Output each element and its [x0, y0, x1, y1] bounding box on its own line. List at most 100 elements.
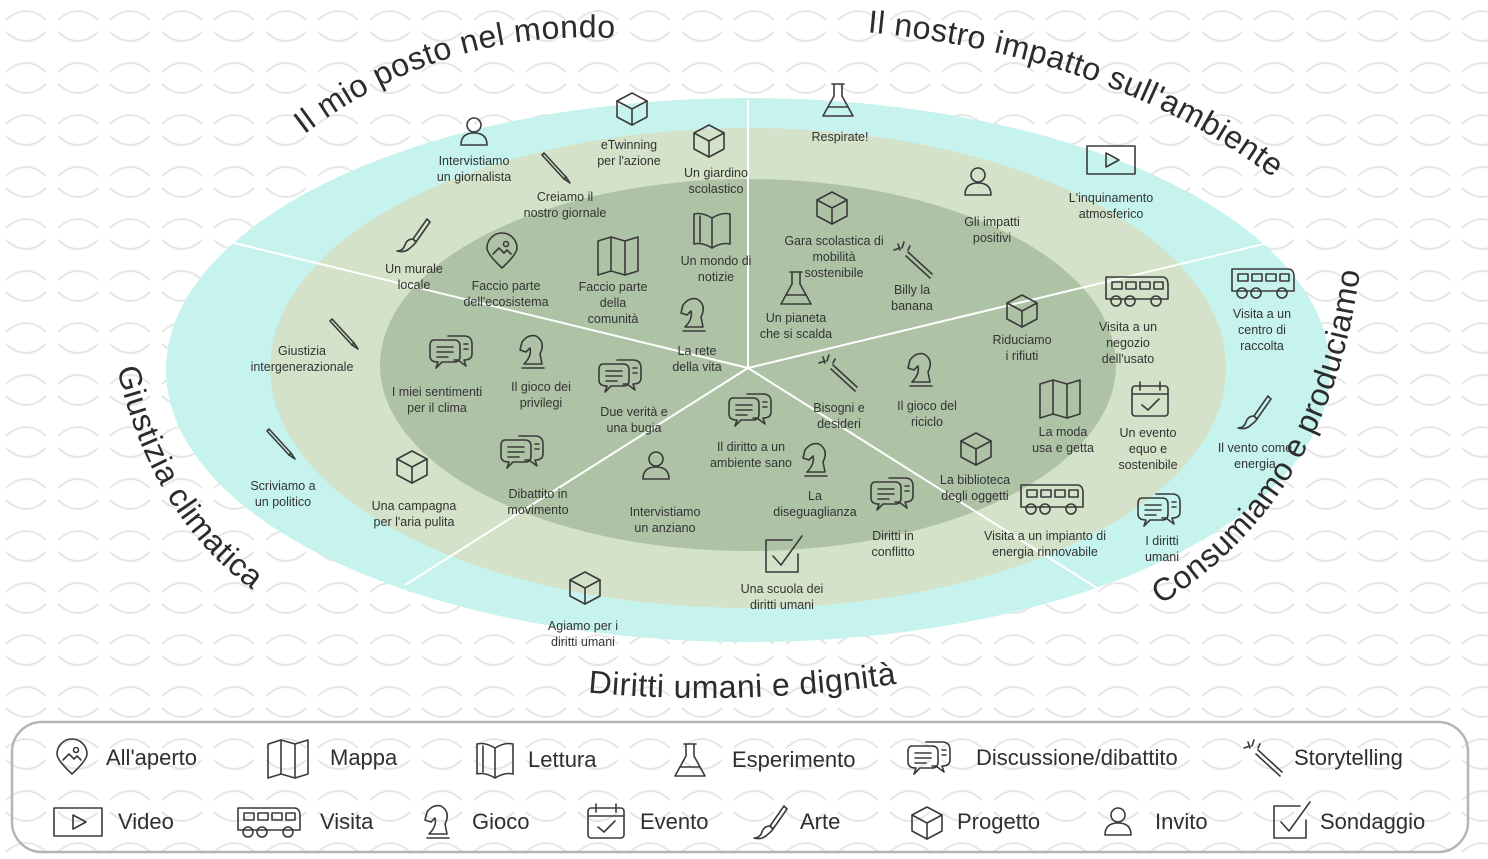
flask-icon [822, 83, 854, 117]
chat-icon [870, 477, 914, 511]
chat-icon [500, 435, 544, 469]
cube-icon [616, 92, 648, 126]
legend-label: Visita [320, 809, 374, 834]
sector-divider [229, 241, 749, 369]
person-icon [642, 451, 670, 480]
calendar-icon [1131, 381, 1169, 417]
chat-icon [907, 741, 951, 775]
sector-divider [404, 367, 749, 586]
legend-item: Evento [587, 803, 709, 839]
legend-label: Video [118, 809, 174, 834]
person-icon [460, 117, 488, 146]
book-icon [476, 742, 514, 779]
calendar-icon [587, 803, 625, 839]
bus-icon [1231, 268, 1295, 299]
check-icon [1273, 801, 1311, 839]
legend-label: Sondaggio [1320, 809, 1425, 834]
chat-icon [429, 335, 473, 369]
legend-label: Storytelling [1294, 745, 1403, 770]
bus-icon [1020, 484, 1084, 515]
legend-item: Video [53, 807, 174, 837]
wand-icon [893, 241, 933, 279]
map-icon [597, 236, 639, 276]
brush-icon [753, 805, 788, 840]
legend-label: Gioco [472, 809, 529, 834]
legend-item: Discussione/dibattito [907, 741, 1178, 775]
legend-label: All'aperto [106, 745, 197, 770]
cube-icon [911, 806, 943, 840]
book-icon [693, 212, 731, 249]
bus-icon [1105, 276, 1169, 307]
brush-icon [396, 218, 431, 253]
legend-label: Progetto [957, 809, 1040, 834]
legend-item: Sondaggio [1273, 801, 1425, 839]
legend-label: Evento [640, 809, 709, 834]
legend-label: Discussione/dibattito [976, 745, 1178, 770]
cube-icon [569, 571, 601, 605]
rings [166, 98, 1330, 642]
brush-icon [1237, 395, 1272, 430]
flask-icon [780, 271, 812, 305]
wand-icon [818, 354, 858, 392]
chat-icon [1137, 493, 1181, 527]
flask-icon [674, 743, 706, 777]
legend-label: Invito [1155, 809, 1208, 834]
legend-item: Lettura [476, 742, 597, 779]
map-icon [1039, 379, 1081, 419]
sector-divider [747, 367, 1101, 591]
legend-item: Esperimento [674, 743, 856, 777]
legend-item: Invito [1104, 807, 1208, 836]
legend-item: All'aperto [56, 738, 197, 775]
cube-icon [1006, 294, 1038, 328]
map-icon [267, 739, 309, 779]
video-icon [53, 807, 103, 837]
knight-icon [907, 352, 933, 387]
chat-icon [598, 359, 642, 393]
legend-label: Arte [800, 809, 840, 834]
cube-icon [693, 124, 725, 158]
person-icon [1104, 807, 1132, 836]
